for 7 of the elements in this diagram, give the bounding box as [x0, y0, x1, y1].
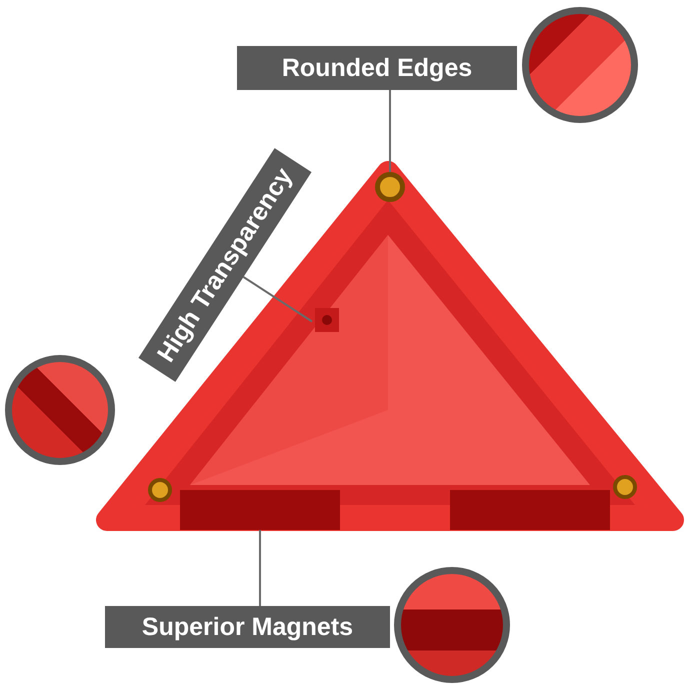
- leader-line: [242, 276, 313, 322]
- side-notch: [312, 305, 342, 335]
- magnet-bar: [180, 490, 340, 530]
- callout-label: Rounded Edges: [282, 54, 472, 82]
- leader-line: [259, 530, 261, 606]
- callout-label: Superior Magnets: [142, 612, 354, 642]
- leader-line: [389, 90, 391, 172]
